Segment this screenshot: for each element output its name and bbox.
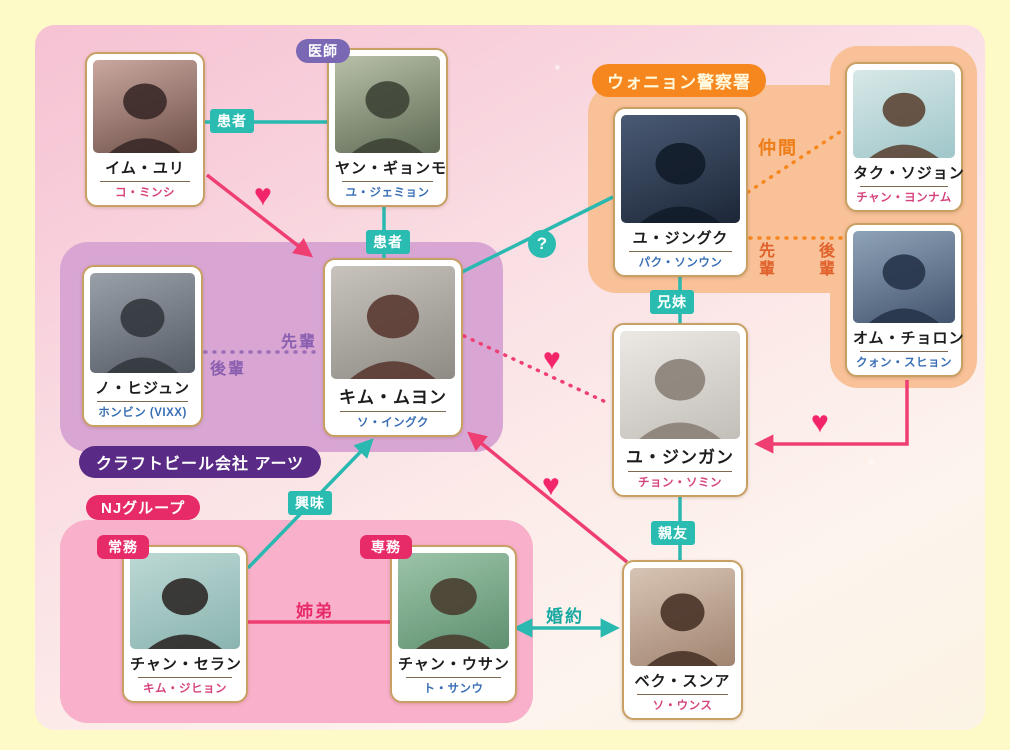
actor-name: ホンビン (VIXX): [98, 407, 187, 419]
heart-icon: ♥: [542, 469, 560, 502]
character-photo: [335, 56, 440, 153]
person-silhouette-icon: [106, 298, 179, 373]
character-photo: [331, 266, 455, 379]
person-silhouette-icon: [638, 358, 722, 439]
relation-senior-police: 先輩: [756, 242, 773, 278]
actor-name: ユ・ジェミョン: [345, 187, 430, 199]
character-name: チャン・セラン: [130, 656, 242, 673]
love-arrow-suna-to-muyeong: [467, 431, 629, 564]
person-silhouette-icon: [646, 593, 719, 666]
character-photo: [130, 553, 240, 649]
managing-director-badge: 常務: [97, 535, 149, 559]
relation-patient-mid: 患者: [366, 230, 410, 254]
character-name: チャン・ウサン: [398, 656, 510, 673]
divider: [342, 181, 433, 182]
relation-junior-police: 後輩: [816, 242, 833, 278]
character-photo: [398, 553, 509, 649]
person-silhouette-icon: [351, 80, 424, 153]
person-silhouette-icon: [639, 142, 722, 223]
actor-name: ト・サンウ: [423, 683, 484, 695]
character-photo: [621, 115, 740, 223]
person-silhouette-icon: [869, 92, 939, 158]
question-mark-icon: ?: [528, 230, 556, 258]
actor-name: パク・ソンウン: [638, 257, 723, 269]
divider: [97, 401, 188, 402]
love-arrow-cheolrong-to-jingan: [754, 380, 909, 454]
person-silhouette-icon: [415, 577, 492, 649]
character-name: ノ・ヒジュン: [95, 380, 190, 397]
character-name: オム・チョロン: [853, 330, 965, 347]
relation-senior-beer: 先輩: [281, 334, 318, 351]
divider: [628, 471, 732, 472]
actor-name: ソ・ウンス: [652, 700, 713, 712]
person-silhouette-icon: [109, 83, 181, 153]
divider: [629, 251, 732, 252]
relation-comrade: 仲間: [758, 138, 798, 158]
character-photo: [93, 60, 197, 153]
divider: [100, 181, 190, 182]
person-silhouette-icon: [147, 577, 223, 649]
police-station-badge: ウォニョン警察署: [592, 64, 766, 97]
heart-icon: ♥: [543, 343, 561, 376]
character-name: イム・ユリ: [105, 160, 185, 177]
actor-name: キム・ジヒョン: [143, 683, 227, 695]
doctor-badge: 医師: [296, 39, 350, 63]
love-arrow-imyuri-to-muyeong: [205, 173, 314, 258]
character-photo: [853, 231, 955, 323]
character-name: ユ・ジングク: [632, 230, 729, 247]
heart-icon: ♥: [811, 406, 829, 439]
person-silhouette-icon: [350, 294, 436, 379]
card-yu-jinguk: ユ・ジングク パク・ソンウン: [613, 107, 748, 277]
relation-best-friend: 親友: [651, 521, 695, 545]
character-name: ユ・ジンガン: [626, 448, 734, 467]
character-name: ベク・スンア: [634, 673, 731, 690]
card-im-yuri: イム・ユリ コ・ミンシ: [85, 52, 205, 207]
card-baek-suna: ベク・スンア ソ・ウンス: [622, 560, 743, 720]
relation-junior-beer: 後輩: [210, 361, 247, 378]
executive-director-badge: 専務: [360, 535, 412, 559]
actor-name: クォン・スヒョン: [856, 357, 952, 369]
actor-name: チョン・ソミン: [638, 477, 722, 489]
card-no-hijun: ノ・ヒジュン ホンビン (VIXX): [82, 265, 203, 427]
card-eom-cheolrong: オム・チョロン クォン・スヒョン: [845, 223, 965, 377]
comrade-dotted-line: [746, 128, 845, 194]
love-dotted-muyeong-jingan: [462, 334, 612, 406]
character-photo: [630, 568, 735, 666]
divider: [339, 411, 447, 412]
relation-siblings: 兄妹: [650, 290, 694, 314]
actor-name: コ・ミンシ: [115, 187, 175, 199]
divider: [860, 351, 948, 352]
divider: [405, 677, 502, 678]
card-tak-sojeon: タク・ソジョン チャン・ヨンナム: [845, 62, 965, 212]
character-photo: [620, 331, 740, 439]
actor-name: チャン・ヨンナム: [856, 192, 952, 204]
card-yang-gyeongmo: ヤン・ギョンモ ユ・ジェミョン: [327, 48, 448, 207]
relation-sister-brother: 姉弟: [296, 602, 334, 621]
divider: [860, 186, 948, 187]
card-jang-usan: チャン・ウサン ト・サンウ: [390, 545, 517, 703]
character-name: キム・ムヨン: [339, 388, 447, 407]
actor-name: ソ・イングク: [357, 417, 429, 429]
card-jang-seran: チャン・セラン キム・ジヒョン: [122, 545, 248, 703]
person-silhouette-icon: [869, 254, 939, 323]
divider: [137, 677, 233, 678]
nj-group-badge: NJグループ: [86, 495, 201, 520]
card-kim-muyeong: キム・ムヨン ソ・イングク: [323, 258, 463, 437]
relation-engagement: 婚約: [546, 607, 584, 626]
relation-patient-top: 患者: [210, 109, 254, 133]
character-photo: [90, 273, 195, 373]
character-name: タク・ソジョン: [853, 165, 965, 182]
character-photo: [853, 70, 955, 158]
divider: [637, 694, 728, 695]
beer-company-badge: クラフトビール会社 アーツ: [79, 446, 322, 478]
card-yu-jingan: ユ・ジンガン チョン・ソミン: [612, 323, 748, 497]
relation-interest: 興味: [288, 491, 332, 515]
heart-icon: ♥: [254, 179, 272, 212]
character-name: ヤン・ギョンモ: [335, 160, 448, 177]
